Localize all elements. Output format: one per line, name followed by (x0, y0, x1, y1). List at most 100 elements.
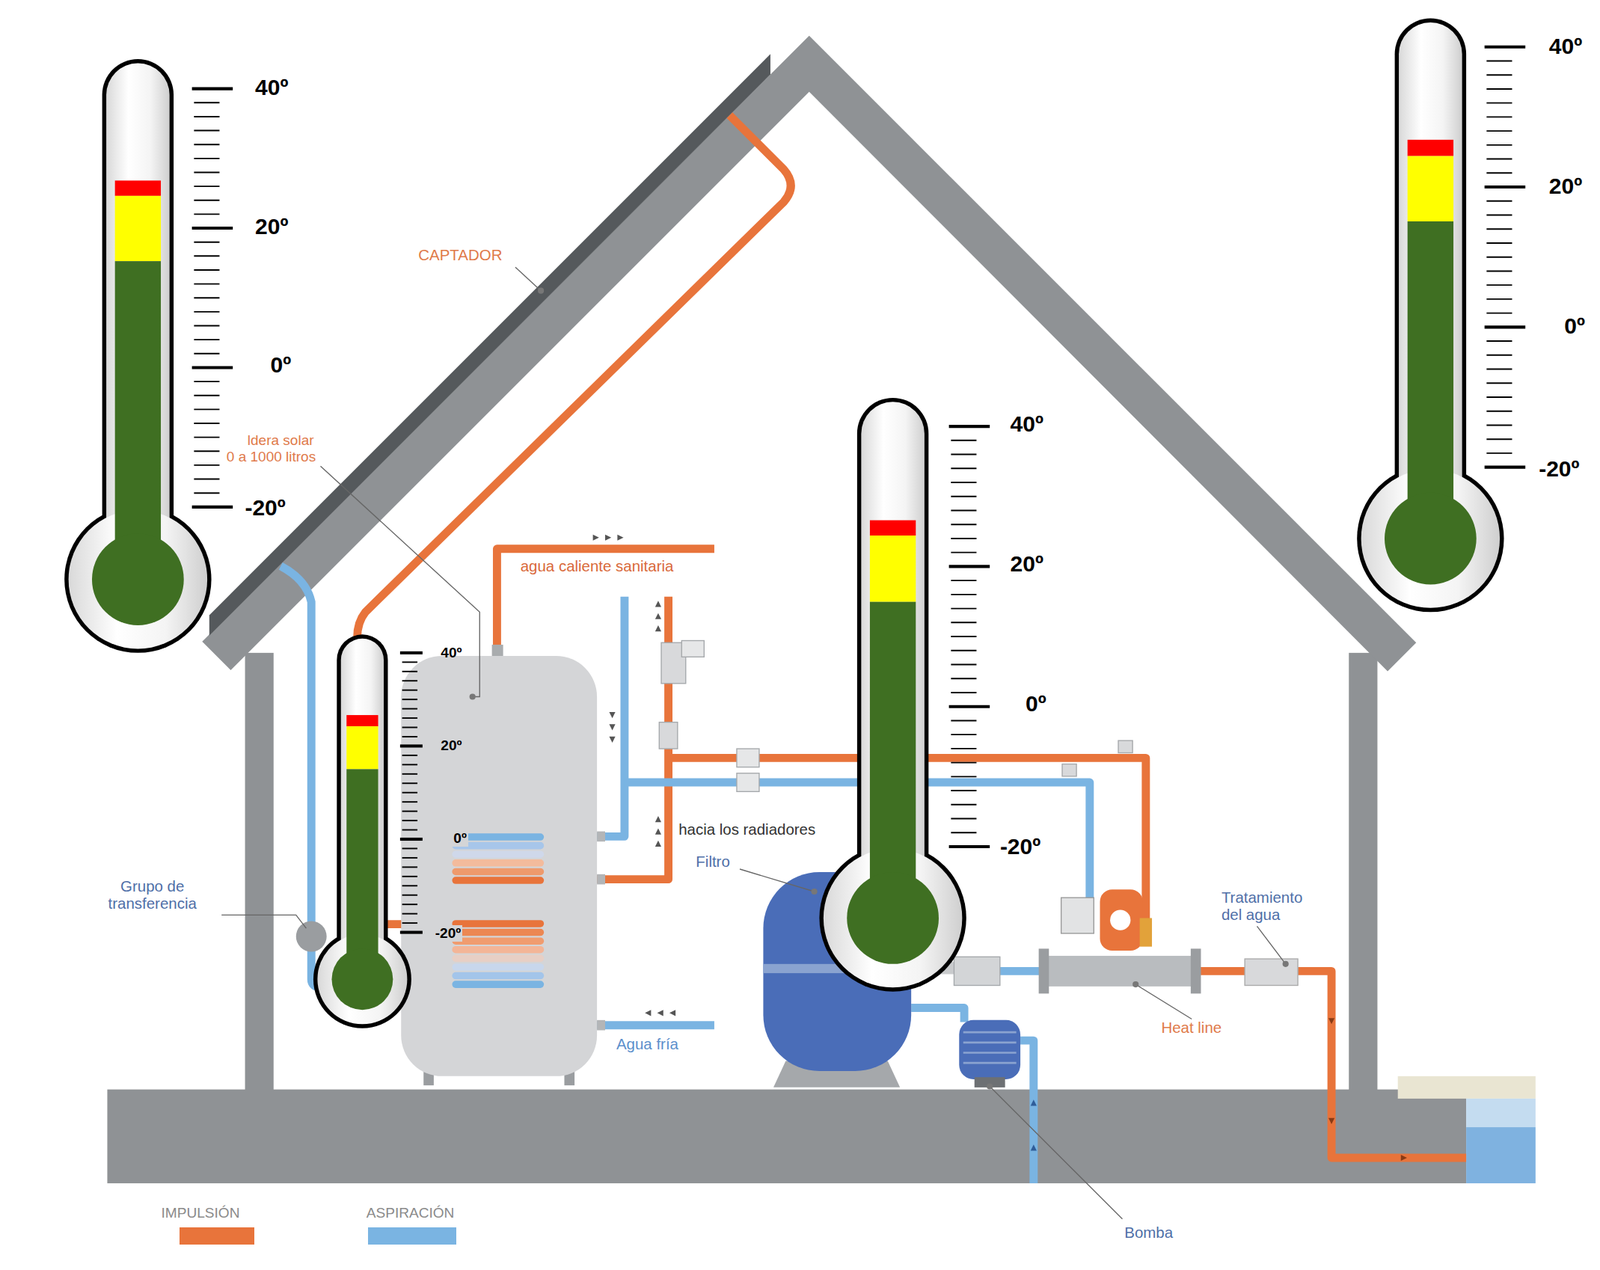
minor-tick (193, 199, 220, 202)
minor-tick (402, 679, 418, 682)
minor-tick (193, 311, 220, 313)
minor-tick (402, 801, 418, 803)
pipe-label: agua caliente sanitaria (520, 557, 674, 576)
mercury-yellow (1407, 156, 1454, 222)
minor-tick (193, 157, 220, 160)
minor-tick (950, 608, 977, 610)
mercury-green (346, 768, 378, 980)
minor-tick (1486, 130, 1512, 132)
thermometer-glass (106, 63, 170, 585)
pipe-label: hacia los radiadores (678, 820, 816, 839)
minor-tick (402, 829, 418, 832)
minor-tick (402, 661, 418, 663)
thermometer-glass (860, 401, 925, 923)
minor-tick (1486, 298, 1512, 300)
scale-value: 0º (270, 352, 292, 379)
minor-tick (1486, 452, 1512, 455)
minor-tick (1486, 74, 1512, 76)
minor-tick (402, 708, 418, 710)
minor-tick (1486, 382, 1512, 384)
minor-tick (402, 819, 418, 822)
scale-value: 20º (255, 213, 288, 241)
part-name: Tratamiento del agua (1221, 888, 1303, 924)
major-tick (949, 424, 991, 428)
minor-tick (1486, 410, 1512, 413)
mercury-bulb (92, 533, 185, 626)
minor-tick (950, 719, 977, 722)
major-tick (1484, 185, 1526, 189)
minor-tick (950, 495, 977, 498)
house-structure (106, 35, 1467, 1184)
minor-tick (193, 325, 220, 327)
minor-tick (950, 804, 977, 806)
minor-tick (193, 101, 220, 104)
minor-tick (950, 552, 977, 554)
minor-tick (193, 241, 220, 244)
minor-tick (193, 296, 220, 299)
minor-tick (1486, 88, 1512, 90)
minor-tick (402, 857, 418, 859)
thermometer-glass (1398, 22, 1463, 544)
scale-value: 0º (1025, 691, 1047, 718)
minor-tick (402, 782, 418, 784)
mercury-green (115, 261, 161, 580)
flow-arrows (593, 534, 1408, 1161)
minor-tick (950, 454, 977, 456)
major-tick (1484, 325, 1526, 329)
minor-tick (193, 464, 220, 467)
mercury-red (1407, 139, 1454, 157)
leader-dots (469, 287, 1289, 1090)
thermometer (64, 59, 233, 654)
mercury-green (1407, 221, 1454, 539)
minor-tick (950, 831, 977, 834)
minor-tick (950, 467, 977, 470)
minor-tick (402, 754, 418, 757)
minor-tick (950, 523, 977, 526)
minor-tick (193, 408, 220, 410)
major-tick (400, 651, 423, 655)
minor-tick (402, 848, 418, 850)
minor-tick (1486, 256, 1512, 259)
scale-value: -20º (433, 925, 464, 942)
minor-tick (1486, 214, 1512, 217)
major-tick (949, 564, 991, 568)
mercury-yellow (346, 726, 378, 769)
minor-tick (1486, 270, 1512, 272)
minor-tick (402, 670, 418, 673)
minor-tick (402, 689, 418, 692)
legend-text: ASPIRACIÓN (366, 1205, 455, 1222)
scale-value: -20º (1538, 456, 1580, 483)
minor-tick (193, 436, 220, 439)
scale-value: 40º (255, 74, 288, 101)
minor-tick (950, 748, 977, 750)
minor-tick (950, 439, 977, 442)
minor-tick (193, 115, 220, 118)
minor-tick (193, 422, 220, 425)
mercury-yellow (869, 535, 916, 603)
minor-tick (1486, 312, 1512, 315)
minor-tick (950, 650, 977, 652)
mercury-red (346, 715, 378, 727)
minor-tick (193, 394, 220, 397)
mercury-yellow (115, 195, 161, 262)
major-tick (192, 87, 234, 91)
minor-tick (402, 736, 418, 738)
minor-tick (402, 698, 418, 701)
minor-tick (402, 884, 418, 887)
mercury-bulb (331, 948, 393, 1010)
minor-tick (1486, 200, 1512, 202)
minor-tick (402, 763, 418, 766)
minor-tick (193, 255, 220, 257)
scale-value: 20º (1010, 551, 1044, 578)
major-tick (400, 744, 423, 748)
minor-tick (950, 510, 977, 512)
minor-tick (193, 338, 220, 341)
minor-tick (950, 818, 977, 820)
minor-tick (193, 185, 220, 188)
minor-tick (402, 903, 418, 906)
minor-tick (950, 537, 977, 540)
scale-value: 40º (1010, 411, 1044, 438)
minor-tick (193, 269, 220, 271)
major-tick (400, 837, 423, 841)
minor-tick (950, 775, 977, 778)
